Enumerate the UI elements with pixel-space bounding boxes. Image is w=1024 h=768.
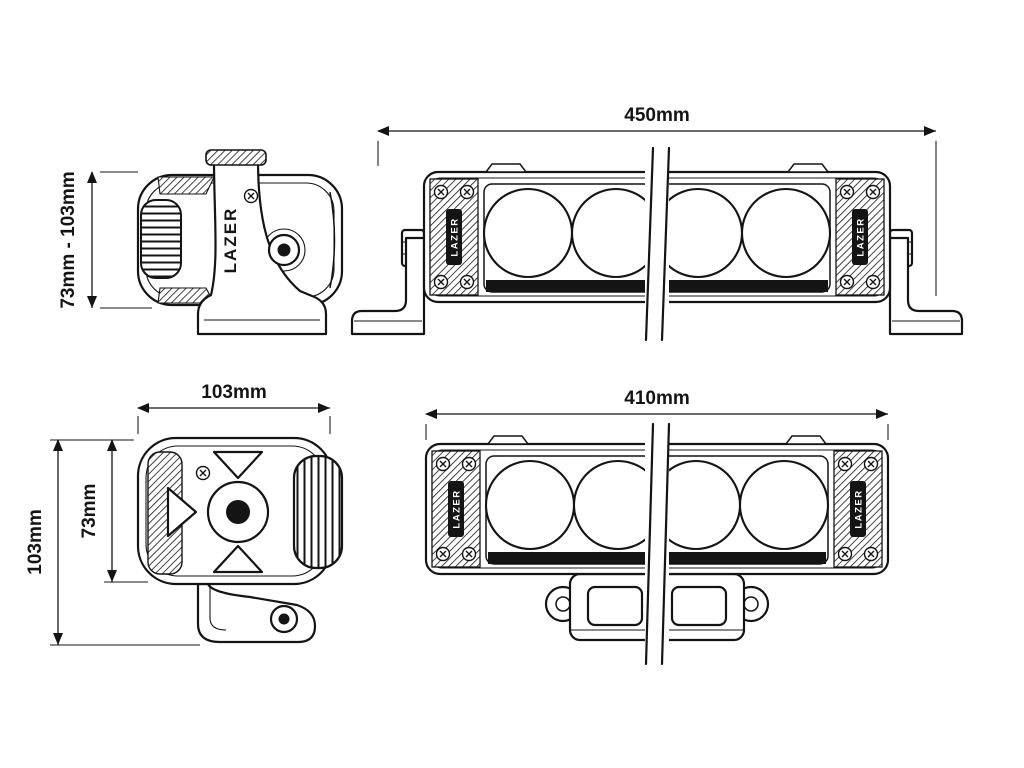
dim-label-410mm: 410mm [624, 388, 690, 409]
plan-view: 103mm 73mm 103mm [25, 382, 344, 646]
dim-label-plan-body-height: 73mm [79, 484, 100, 539]
front-view-410mm: 410mm [424, 388, 890, 666]
lazer-logo-text: LAZER [221, 207, 240, 274]
dim-label-plan-overall-height: 103mm [25, 509, 46, 575]
front-view-450mm: 450mm [350, 105, 964, 342]
dim-label-height-range: 73mm - 103mm [58, 171, 79, 308]
dim-label-450mm: 450mm [624, 105, 690, 126]
dim-label-plan-width: 103mm [201, 382, 267, 403]
end-view-with-bracket: 73mm - 103mm LAZER [58, 149, 344, 336]
